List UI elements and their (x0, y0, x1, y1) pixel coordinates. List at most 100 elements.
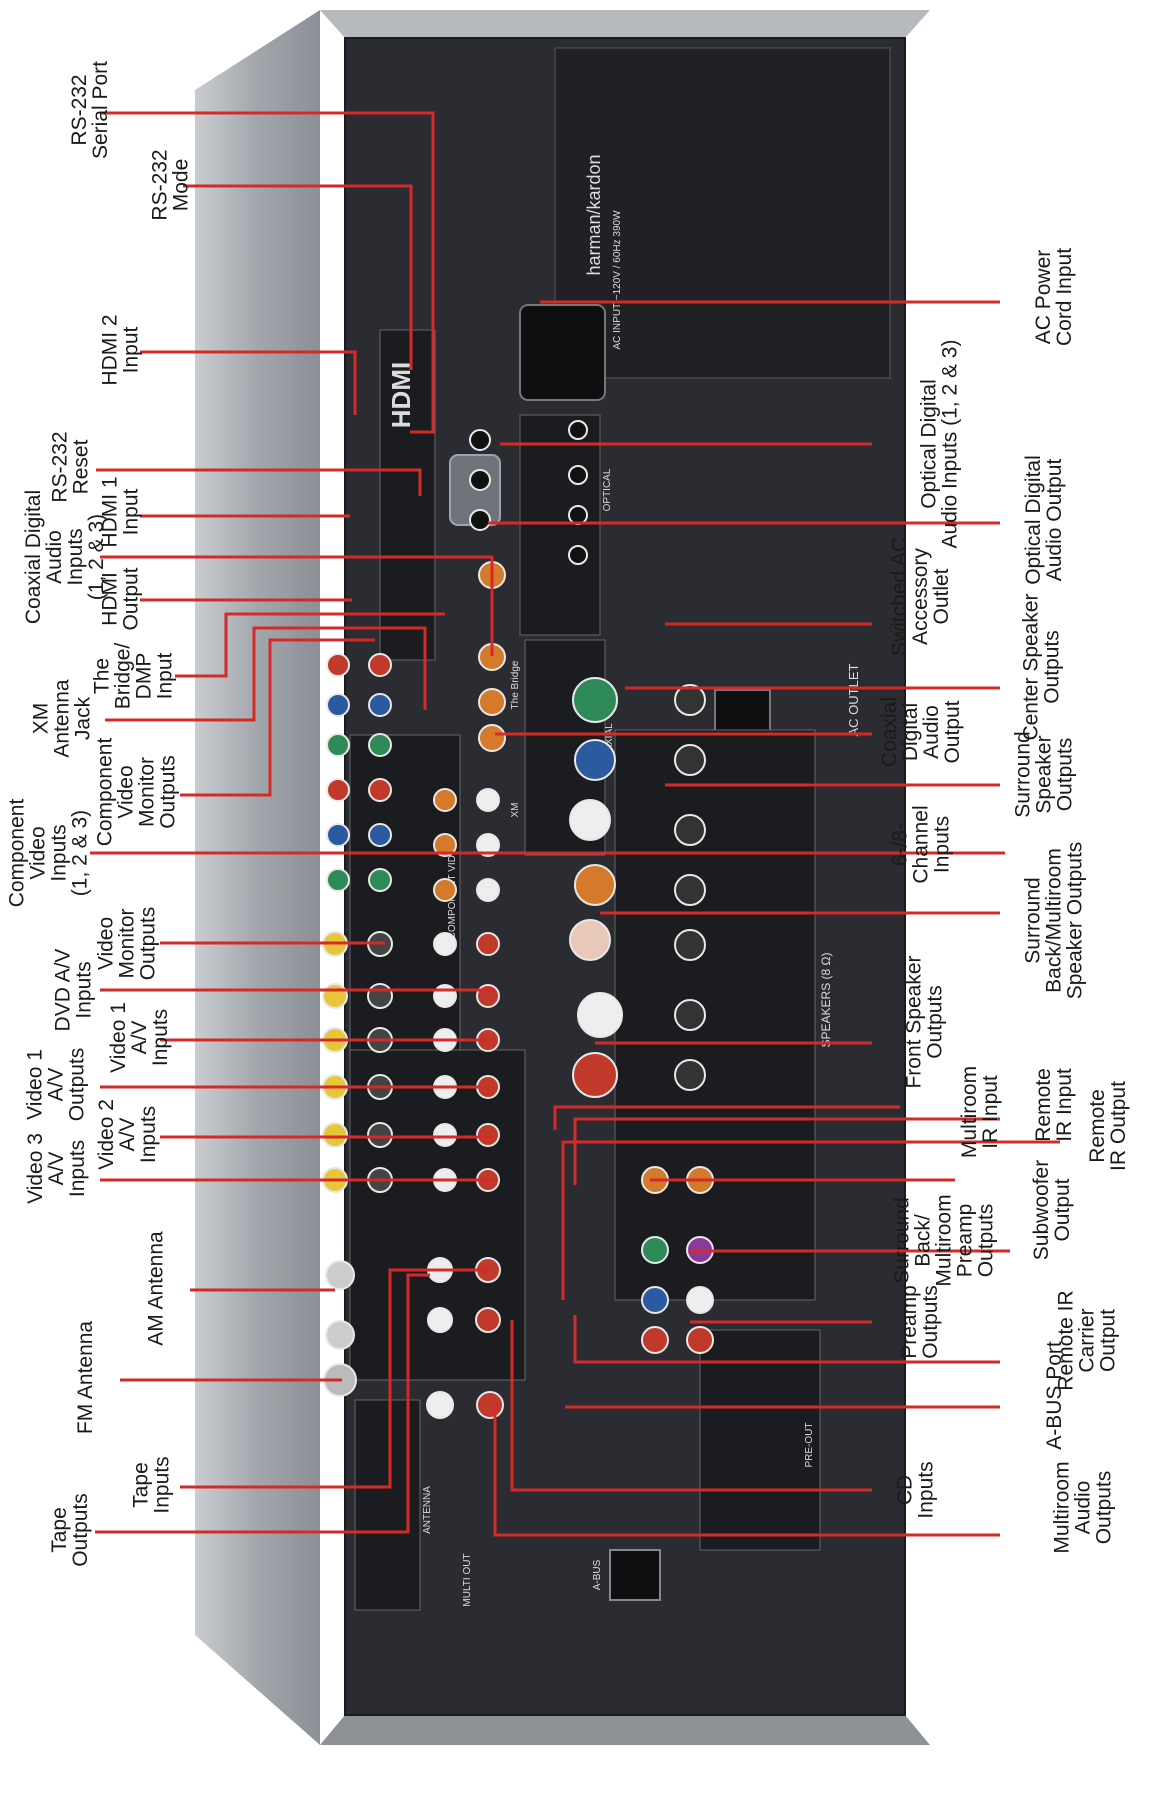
label-area (554, 47, 891, 379)
coaxial-digital-audio-output-label: Coaxial Digital Audio Output (878, 696, 965, 768)
center-speaker-outputs-label: Center Speaker Outputs (1019, 593, 1064, 741)
surround-back-multiroom-preamp-outputs-label: Surround Back/ Multiroom Preamp Outputs (890, 1193, 998, 1287)
rca-jack (569, 799, 611, 841)
rca-jack (325, 1320, 355, 1350)
rca-jack (326, 733, 350, 757)
panel-speakers-text: SPEAKERS (8 Ω) (819, 952, 833, 1047)
panel-brand-text: harman/kardon (584, 154, 604, 275)
leader-line (180, 638, 375, 797)
video1-av-outputs-label: Video 1 A/V Outputs (23, 1047, 89, 1121)
leader-line (140, 350, 357, 415)
rca-jack (322, 983, 348, 1009)
leader-line (100, 555, 494, 656)
dvd-av-inputs-label: DVD A/V Inputs (50, 948, 95, 1032)
rca-jack (433, 984, 457, 1008)
fm-antenna-label: FM Antenna (73, 1320, 97, 1434)
remote-ir-output-label: Remote IR Output (1085, 1081, 1130, 1171)
panel-ac-input-text: AC INPUT ~120V / 60Hz 390W (612, 210, 623, 350)
connector-jacks (322, 420, 714, 1419)
rca-jack (568, 465, 588, 485)
leader-line (105, 626, 427, 722)
rca-jack (469, 429, 491, 451)
video1-av-inputs-label: Video 1 A/V Inputs (106, 1001, 172, 1073)
panel-a-bus-text: A-BUS (592, 1559, 603, 1590)
rca-jack (426, 1391, 454, 1419)
panel-pre-out-text: PRE-OUT (804, 1423, 815, 1468)
component-video-inputs-label: Component Video Inputs (1, 2 & 3) (4, 798, 91, 908)
panel-ac-outlet-text: AC OUTLET (846, 663, 861, 736)
tape-inputs-label: Tape Inputs (129, 1456, 174, 1514)
am-antenna-label: AM Antenna (144, 1230, 168, 1346)
rca-jack (326, 778, 350, 802)
leader-line (96, 468, 422, 496)
rca-jack (641, 1236, 669, 1264)
hdmi2-input-label: HDMI 2 Input (98, 314, 143, 386)
rca-jack (368, 823, 392, 847)
rca-jack (368, 868, 392, 892)
rca-jack (368, 693, 392, 717)
optical-block (519, 414, 601, 636)
coaxial-digital-audio-inputs-label: Coaxial Digital Audio Inputs (1, 2 & 3) (22, 489, 109, 625)
rca-jack (686, 1286, 714, 1314)
rca-jack (469, 509, 491, 531)
panel-coaxial-text: COAXIAL (604, 723, 615, 767)
rca-jack (433, 1123, 457, 1147)
rca-jack (368, 778, 392, 802)
rca-jack (674, 999, 706, 1031)
rs232-serial-port-label: RS-232 Serial Port (68, 60, 113, 160)
preamp-outputs-label: Preamp Outputs (897, 1285, 942, 1359)
leader-line (553, 1105, 900, 1130)
preamp-block (699, 1329, 821, 1551)
rca-jack (568, 545, 588, 565)
leader-lines (90, 111, 1060, 1537)
video-monitor-outputs-label: Video Monitor Outputs (94, 906, 160, 980)
video2-av-inputs-label: Video 2 A/V Inputs (94, 1098, 160, 1170)
rca-jack (476, 1391, 504, 1419)
rca-jack (572, 677, 618, 723)
chassis (195, 10, 930, 1745)
leader-line (573, 1117, 1000, 1185)
rca-jack (478, 688, 506, 716)
leader-line (100, 111, 435, 434)
rca-jack (478, 724, 506, 752)
rca-jack (325, 1260, 355, 1290)
rca-jack (476, 833, 500, 857)
hdmi-block (379, 329, 436, 661)
rca-jack (569, 919, 611, 961)
speaker-terminal-block (614, 729, 816, 1301)
panel-optical-text: OPTICAL (602, 468, 613, 511)
switched-ac-accessory-outlet-label: Switched AC Accessory Outlet (887, 536, 953, 656)
bridge-dmp-input-label: The Bridge/ DMP Input (89, 642, 176, 710)
rca-jack (433, 878, 457, 902)
panel-xm-text: XM (510, 803, 521, 818)
subwoofer-output-label: Subwoofer Output (1030, 1159, 1075, 1261)
rca-jack (641, 1286, 669, 1314)
rca-jack (326, 868, 350, 892)
rca-jack (674, 684, 706, 716)
video3-av-inputs-label: Video 3 A/V Inputs (23, 1132, 89, 1204)
optical-digital-audio-output-label: Optical Digital Audio Output (1021, 455, 1066, 585)
a-bus-jack (609, 1549, 661, 1601)
chassis-bottom-edge (320, 1715, 930, 1745)
rca-jack (476, 788, 500, 812)
panel-antenna-text: ANTENNA (422, 1486, 433, 1534)
rca-jack (476, 1123, 500, 1147)
rca-jack (686, 1326, 714, 1354)
a-bus-port-label: A-BUS Port (1042, 1340, 1066, 1450)
hdmi-output-label: HDMI Output (98, 567, 143, 631)
component-video-monitor-outputs-label: Component Video Monitor Outputs (92, 737, 179, 847)
rs232-mode-label: RS-232 Mode (148, 149, 193, 221)
rca-jack (674, 1059, 706, 1091)
leader-line (493, 1408, 1000, 1537)
back-panel (344, 37, 906, 1716)
rca-jack (326, 693, 350, 717)
rca-jack (368, 733, 392, 757)
rca-jack (641, 1326, 669, 1354)
rca-jack (568, 420, 588, 440)
leader-line (95, 1273, 430, 1534)
rca-jack (433, 788, 457, 812)
xm-antenna-jack-label: XM Antenna Jack (29, 678, 95, 758)
leader-line (573, 1315, 1000, 1364)
remote-ir-input-label: Remote IR Input (1031, 1068, 1076, 1142)
